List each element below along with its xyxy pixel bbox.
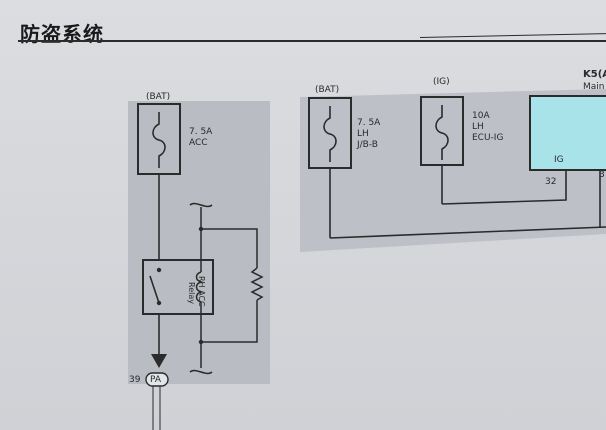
page-title: 防盗系统 — [20, 22, 104, 46]
ecu-pin-3: 3 — [599, 170, 605, 180]
ecuig-source-label: (IG) — [433, 77, 450, 87]
relay-coil-icon — [195, 271, 204, 303]
resistor-icon — [250, 267, 264, 301]
ecuig-fuse-line1: LH — [472, 122, 484, 132]
jbb-fuse-line2: J/B-B — [357, 140, 378, 150]
acc-fuse-rating: 7. 5A — [189, 127, 213, 137]
ecuig-fuse-line2: ECU-IG — [472, 133, 504, 143]
wire-jbb-to-ecu — [329, 226, 606, 239]
wire-ecuig-to-ecu — [441, 170, 567, 205]
ecuig-fuse-rating: 10A — [472, 111, 490, 121]
connector-pa — [145, 372, 169, 387]
ecu-pin-label: IG — [554, 155, 564, 165]
acc-fuse-name: ACC — [189, 138, 208, 148]
connector-pin: 39 — [129, 375, 141, 385]
connector-arrow-icon — [151, 354, 167, 368]
wire-break-bottom — [189, 369, 213, 375]
acc-fuse-icon — [152, 112, 166, 168]
left-panel — [128, 101, 270, 384]
ecuig-fuse-icon — [435, 105, 449, 160]
relay-switch-arm — [149, 275, 160, 304]
title-rule — [18, 40, 606, 42]
jbb-fuse-rating: 7. 5A — [357, 118, 381, 128]
jbb-fuse-line1: LH — [357, 129, 369, 139]
relay-label-line1: RH ACC — [197, 276, 206, 307]
ecu-pin-32: 32 — [545, 177, 557, 187]
ecu-name: K5(A — [583, 69, 606, 80]
relay-box — [142, 259, 214, 315]
ecu-box — [529, 95, 606, 171]
left-source-label: (BAT) — [146, 92, 171, 102]
jbb-source-label: (BAT) — [315, 85, 340, 95]
relay-contact-top — [156, 267, 162, 273]
ecu-sub: Main — [583, 82, 605, 92]
connector-name: PA — [150, 375, 162, 385]
jbb-fuse-icon — [323, 106, 337, 162]
relay-label-line2: Relay — [187, 282, 196, 304]
wire-break-top — [189, 202, 213, 208]
